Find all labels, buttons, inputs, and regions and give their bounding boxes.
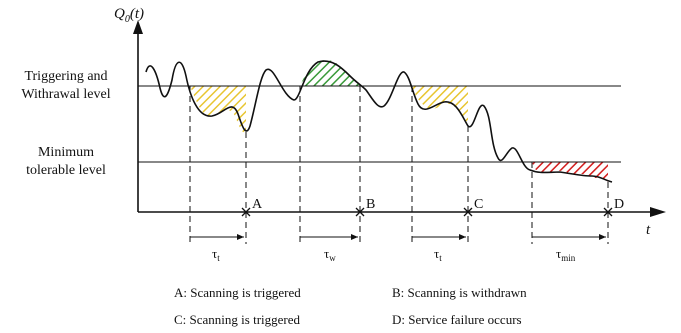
point-label-d: D: [614, 197, 624, 212]
minimum-level-label-line2: tolerable level: [26, 163, 106, 178]
point-label-c: C: [474, 197, 483, 212]
legend-b: B: Scanning is withdrawn: [392, 285, 527, 300]
trigger-level-label-line2: Withrawal level: [21, 87, 110, 102]
interval-label-4: τmin: [556, 246, 576, 263]
dashed-guides: [189, 86, 609, 244]
x-axis-label: t: [646, 222, 651, 238]
interval-label-3: τt: [434, 246, 442, 263]
hatch-region-b: [300, 60, 360, 86]
point-label-a: A: [252, 197, 263, 212]
interval-label-2: τw: [324, 246, 336, 263]
legend-a: A: Scanning is triggered: [174, 285, 301, 300]
hatch-region-d: [532, 162, 608, 182]
point-label-b: B: [366, 197, 375, 212]
hatch-region-c: [412, 86, 468, 126]
legend-d: D: Service failure occurs: [392, 312, 522, 327]
y-axis-arrowhead: [133, 20, 143, 34]
legend-c: C: Scanning is triggered: [174, 312, 301, 327]
interval-label-1: τt: [212, 246, 220, 263]
hatch-region-a: [190, 86, 246, 133]
x-axis-arrowhead: [650, 207, 666, 217]
point-markers: [241, 207, 613, 217]
y-axis-label: Q0(t): [114, 6, 144, 25]
trigger-level-label-line1: Triggering and: [24, 69, 107, 84]
qos-curve: [145, 60, 613, 183]
minimum-level-label-line1: Minimum: [38, 145, 94, 160]
